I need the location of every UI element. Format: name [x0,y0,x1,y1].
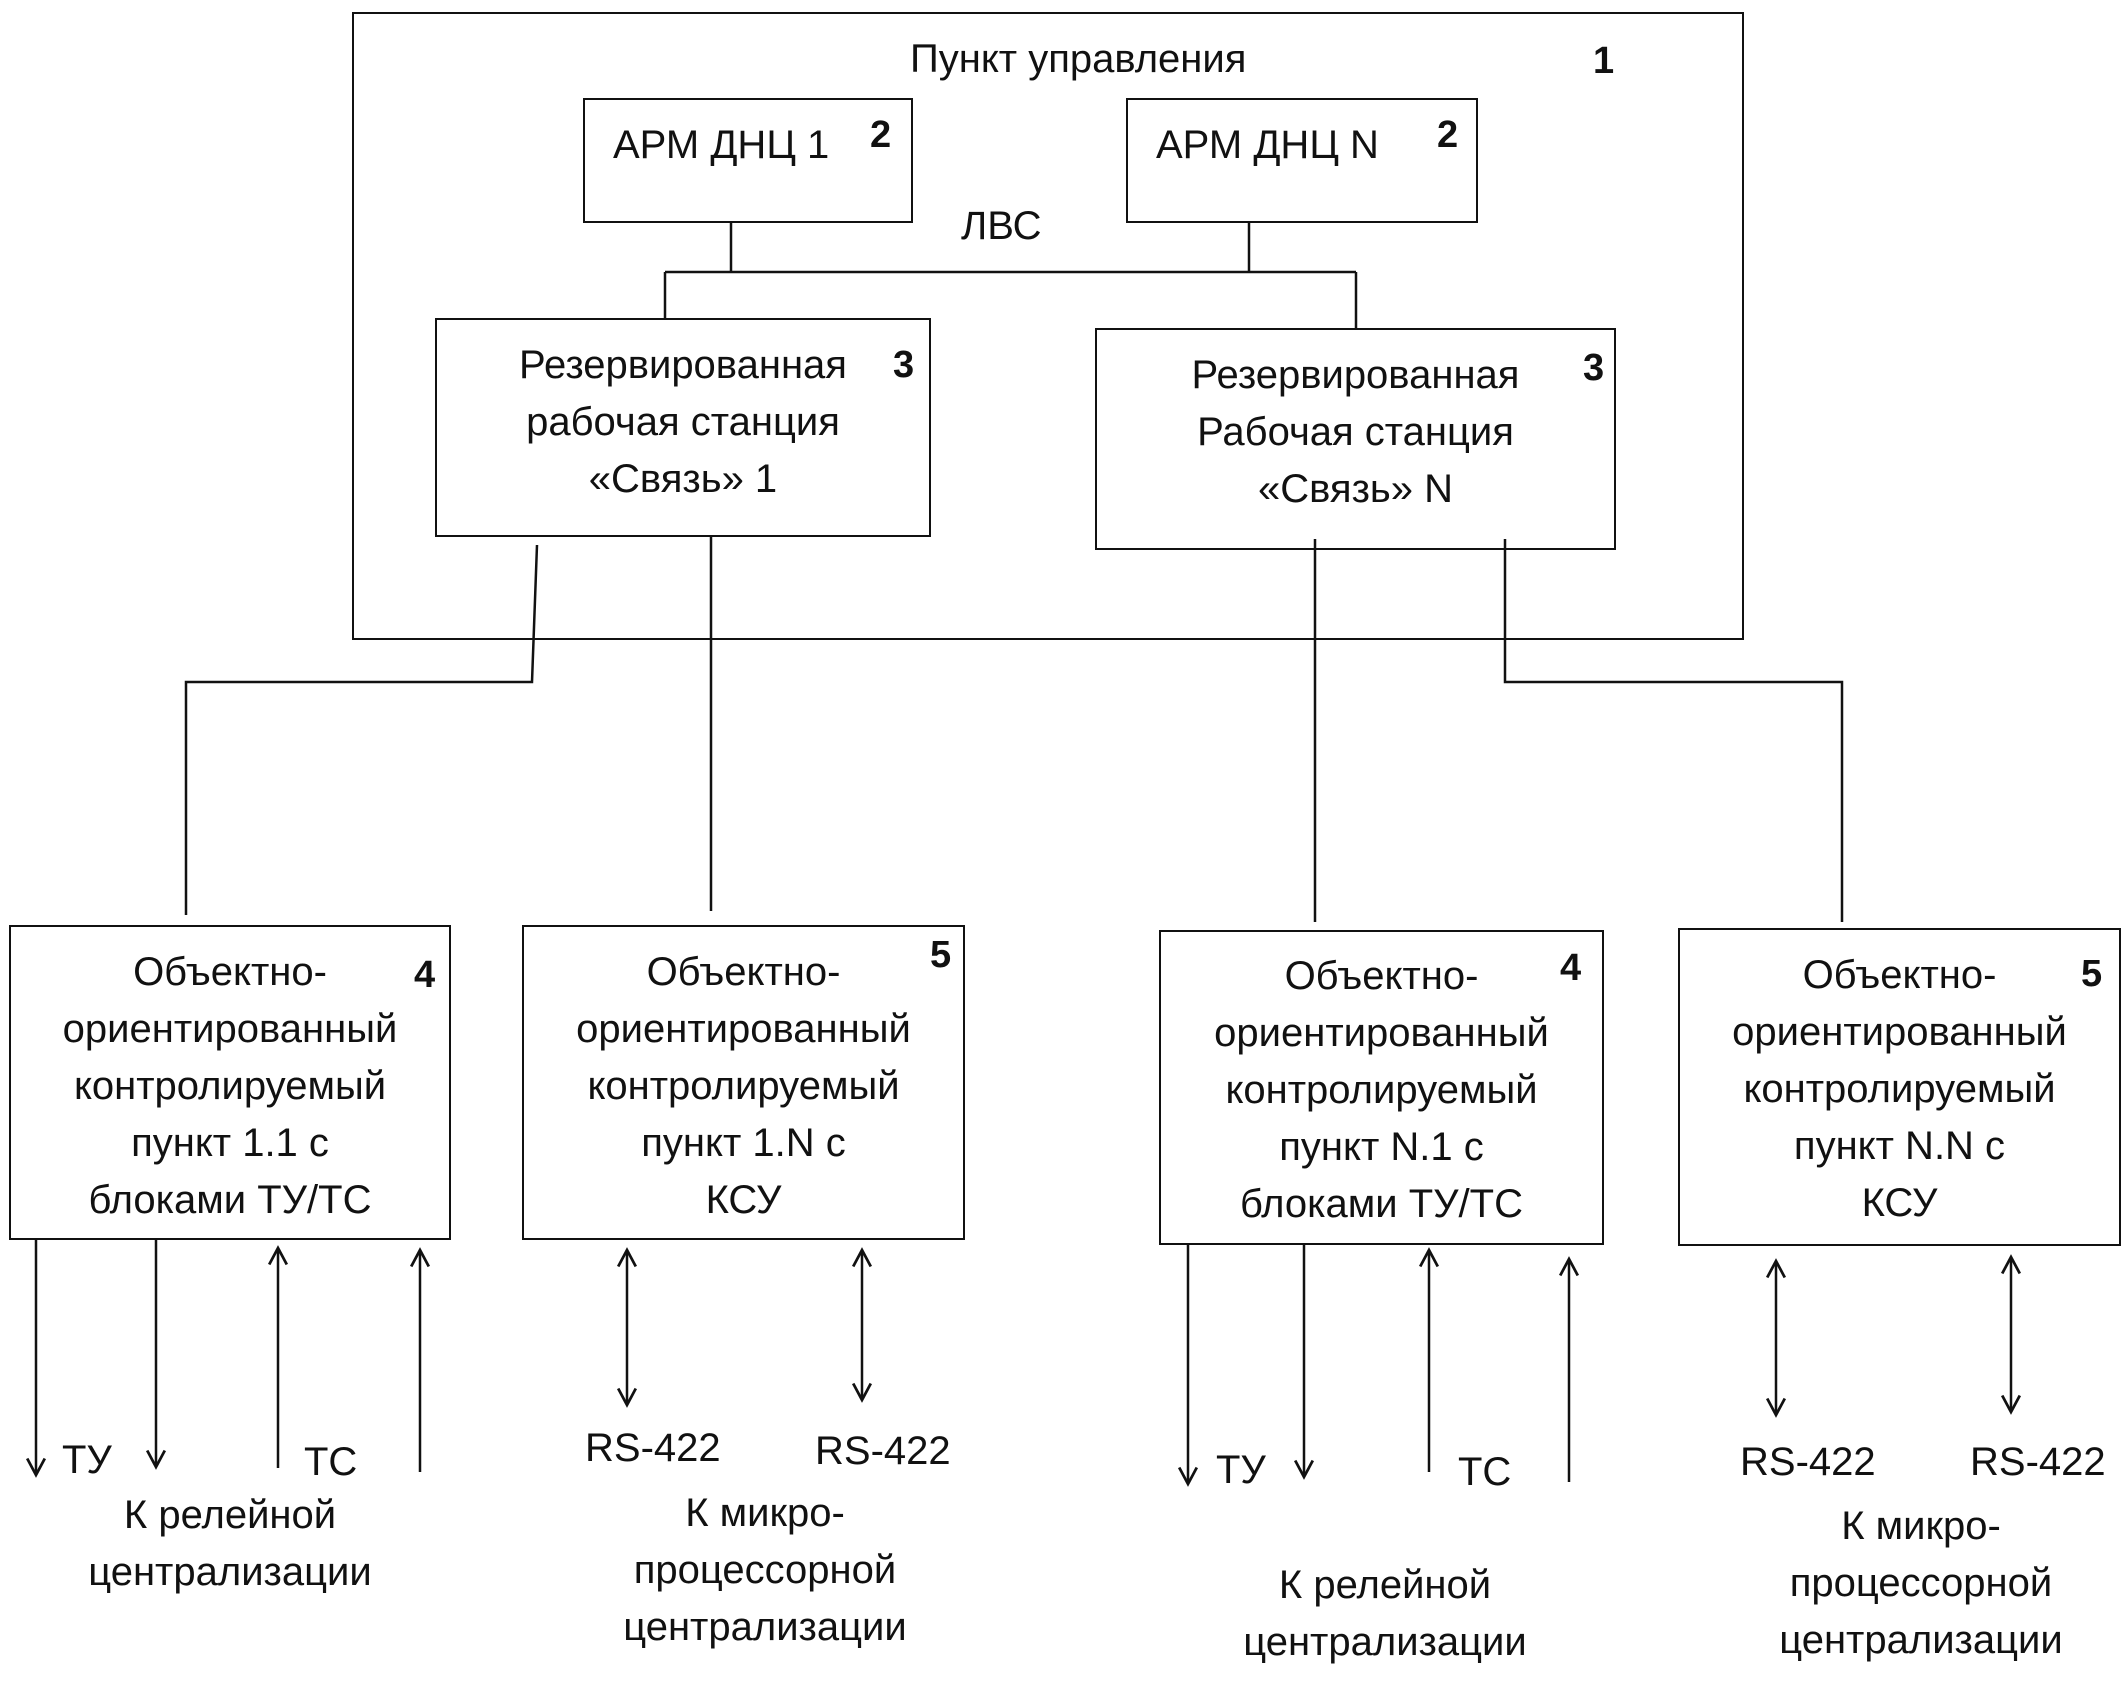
micro-target-label: К микро- процессорной централизации [560,1485,970,1656]
kp-n-1-line: Объектно- [1284,954,1479,998]
micro-target-line: процессорной [1789,1561,2053,1605]
relay-target-line: централизации [88,1550,372,1594]
micro-target-label: К микро- процессорной централизации [1716,1498,2126,1669]
kp-n-n-line: пункт N.N с [1793,1124,2006,1168]
control-point-title: Пункт управления [910,37,1247,81]
workstation-n-line: Резервированная [1191,353,1520,397]
kp-1-1-number: 4 [414,954,436,996]
kp-n-1-box [1159,930,1604,1245]
micro-target-line: централизации [623,1605,907,1649]
kp-1-n-line: контролируемый [587,1064,900,1108]
relay-target-line: К релейной [1278,1563,1492,1607]
kp-n-n-line: КСУ [1861,1181,1938,1225]
kp-1-1-label: Объектно- ориентированный контролируемый… [9,944,451,1229]
workstation-1-number: 3 [893,344,915,386]
arm-dnc-n-label: АРМ ДНЦ N [1156,123,1379,167]
micro-target-line: централизации [1779,1618,2063,1662]
arm-dnc-n-box [1126,98,1478,223]
kp-1-1-line: блоками ТУ/ТС [88,1178,372,1222]
kp-n-n-label: Объектно- ориентированный контролируемый… [1678,947,2121,1232]
kp-n-n-line: ориентированный [1732,1010,2067,1054]
workstation-n-line: Рабочая станция [1197,410,1514,454]
workstation-1-box [435,318,931,537]
kp-1-1-line: Объектно- [133,950,327,994]
kp-1-n-number: 5 [930,934,952,976]
relay-target-line: К релейной [123,1493,337,1537]
relay-target-label: К релейной централизации [1185,1557,1585,1671]
workstation-1-line: рабочая станция [526,400,840,444]
kp-n-1-line: пункт N.1 с [1279,1125,1484,1169]
rs422-label: RS-422 [585,1426,721,1470]
kp-1-n-line: пункт 1.N с [641,1121,846,1165]
control-point-box [352,12,1744,640]
workstation-1-line: «Связь» 1 [588,457,778,501]
kp-n-1-line: блоками ТУ/ТС [1239,1182,1523,1226]
kp-1-n-line: ориентированный [576,1007,911,1051]
tu-label: ТУ [62,1438,112,1482]
workstation-1-label: Резервированная рабочая станция «Связь» … [435,337,931,508]
kp-1-1-box [9,925,451,1240]
kp-n-n-line: контролируемый [1743,1067,2056,1111]
kp-n-n-number: 5 [2081,953,2103,995]
kp-n-1-label: Объектно- ориентированный контролируемый… [1159,948,1604,1233]
kp-n-n-line: Объектно- [1802,953,1997,997]
workstation-n-box [1095,328,1616,550]
arm-dnc-1-label: АРМ ДНЦ 1 [613,123,830,167]
relay-target-line: централизации [1243,1620,1527,1664]
kp-1-n-label: Объектно- ориентированный контролируемый… [522,944,965,1229]
kp-1-1-line: пункт 1.1 с [131,1121,329,1165]
tu-label: ТУ [1216,1448,1266,1492]
link-wsN-kpNN [1503,539,1844,922]
arm-dnc-1-number: 2 [870,114,892,156]
rs422-label: RS-422 [1740,1440,1876,1484]
arm-dnc-n-number: 2 [1437,114,1459,156]
rs422-label: RS-422 [815,1429,951,1473]
kp-n-1-number: 4 [1560,947,1582,989]
workstation-n-line: «Связь» N [1257,467,1454,511]
ts-label: ТС [304,1440,358,1484]
lan-label: ЛВС [961,204,1042,248]
kp-1-n-box [522,925,965,1240]
micro-target-line: К микро- [1841,1504,2001,1548]
workstation-n-number: 3 [1583,347,1605,389]
kp-1-n-line: КСУ [705,1178,782,1222]
micro-target-line: процессорной [633,1548,897,1592]
ts-label: ТС [1458,1450,1512,1494]
rs422-label: RS-422 [1970,1440,2106,1484]
kp-1-1-line: контролируемый [73,1064,387,1108]
link-ws1-kp11 [184,544,539,915]
kp-1-1-line: ориентированный [62,1007,398,1051]
relay-target-label: К релейной централизации [30,1487,430,1601]
kp-n-1-line: ориентированный [1214,1011,1549,1055]
workstation-n-label: Резервированная Рабочая станция «Связь» … [1095,347,1616,518]
kp-n-n-box [1678,928,2121,1246]
control-point-number: 1 [1593,40,1615,82]
kp-n-1-line: контролируемый [1225,1068,1538,1112]
kp-1-n-line: Объектно- [646,950,841,994]
micro-target-line: К микро- [685,1491,845,1535]
arm-dnc-1-box [583,98,913,223]
workstation-1-line: Резервированная [519,343,847,387]
